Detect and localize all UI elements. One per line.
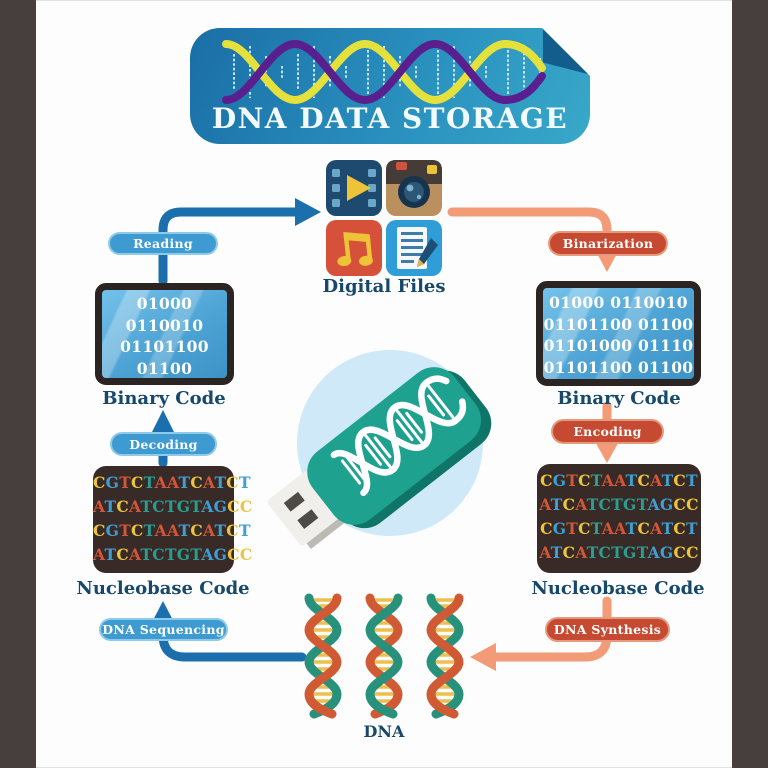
- camera-photo-icon: [386, 160, 442, 216]
- music-file-icon: [326, 220, 382, 276]
- dna-synthesis-label: DNA Synthesis: [545, 617, 670, 642]
- binary-code-line: 01000 0110010: [125, 294, 204, 335]
- dna-helix-icon: [426, 593, 464, 719]
- title-banner: DNA DATA STORAGE: [190, 28, 590, 144]
- nucleobase-code-line: CGTCTAATCATCT: [540, 471, 698, 490]
- dna-helix-group: [299, 592, 469, 720]
- nucleobase-code-line: CGTCTAATCATCT: [540, 519, 698, 538]
- dna-helix-icon: [304, 593, 342, 719]
- nucleobase-code-label-left: Nucleobase Code: [76, 578, 250, 599]
- binary-code-box-right: 01000 0110010 01101100 01100 01101000 0111…: [536, 281, 701, 386]
- video-file-icon: [326, 160, 382, 216]
- nucleobase-code-line: CGTCTAATCATCT: [93, 521, 251, 540]
- nucleobase-code-label-right: Nucleobase Code: [531, 578, 705, 599]
- binary-code-line: 01101000 01110: [543, 336, 694, 355]
- banner-dna-helix-illustration: [222, 39, 546, 105]
- binary-code-line: 01101100 01100: [543, 357, 694, 377]
- usb-flash-drive-icon: [268, 367, 492, 550]
- right-border-bar: [732, 0, 768, 768]
- binary-code-label-left: Binary Code: [102, 388, 226, 409]
- binary-code-line: 01000 0110010: [549, 293, 688, 312]
- dna-label: DNA: [363, 722, 405, 741]
- nucleobase-code-line: ATCATCTGTAGCC: [93, 497, 253, 516]
- decoding-label: Decoding: [110, 432, 217, 456]
- nucleobase-code-box-right: CGTCTAATCATCT ATCATCTGTAGCC CGTCTAATCATCT A…: [537, 464, 701, 573]
- binary-code-label-right: Binary Code: [557, 388, 681, 409]
- digital-files-icons: [326, 160, 442, 276]
- digital-files-label: Digital Files: [322, 276, 446, 297]
- binary-code-line: 01101100 01100: [543, 314, 694, 334]
- binary-code-line: 01101100 01100: [120, 337, 209, 378]
- binarization-label: Binarization: [548, 231, 668, 256]
- document-file-icon: [386, 220, 442, 276]
- encoding-label: Encoding: [551, 419, 664, 444]
- nucleobase-code-line: CGTCTAATCATCT: [93, 473, 251, 492]
- left-border-bar: [0, 0, 36, 768]
- nucleobase-code-line: ATCATCTGTAGCC: [539, 495, 699, 514]
- dna-sequencing-label: DNA Sequencing: [99, 618, 228, 641]
- nucleobase-code-box-left: CGTCTAATCATCT ATCATCTGTAGCC CGTCTAATCATCT A…: [93, 466, 253, 573]
- nucleobase-code-line: ATCATCTGTAGCC: [539, 543, 699, 562]
- page-title: DNA DATA STORAGE: [211, 102, 569, 135]
- banner-folded-corner: [542, 28, 590, 76]
- reading-label: Reading: [108, 232, 218, 255]
- dna-helix-icon: [365, 593, 403, 719]
- binary-code-line: 01101000 01110: [102, 379, 227, 385]
- nucleobase-code-line: ATCATCTGTAGCC: [93, 545, 253, 564]
